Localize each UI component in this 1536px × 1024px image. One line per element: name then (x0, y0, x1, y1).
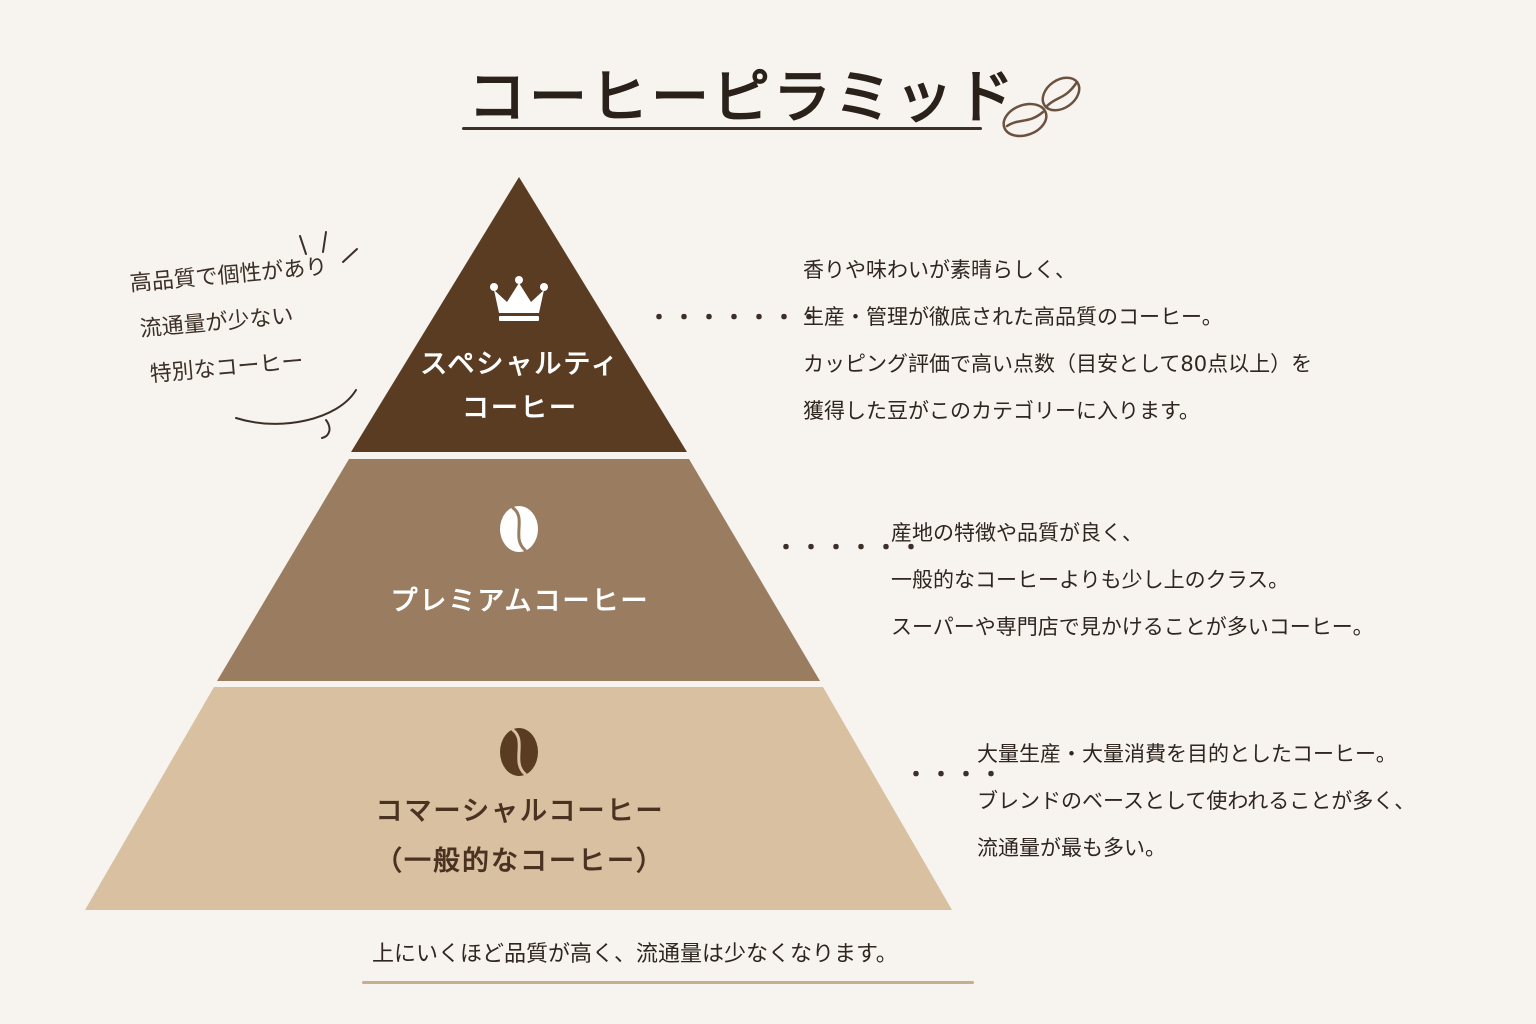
pyramid-tier-middle (217, 459, 820, 681)
description-commercial: 大量生産・大量消費を目的としたコーヒー。 ブレンドのベースとして使われることが多… (977, 731, 1415, 872)
tier-label-line: （一般的なコーヒー） (375, 846, 665, 877)
description-line: 香りや味わいが素晴らしく、 (803, 258, 1076, 282)
tier-label-premium: プレミアムコーヒー (320, 580, 720, 624)
callout-swoosh (235, 389, 357, 439)
footer-underline (362, 981, 974, 984)
leader-dots-bottom: ・・・・ (905, 763, 1006, 788)
description-specialty: 香りや味わいが素晴らしく、 生産・管理が徹底された高品質のコーヒー。 カッピング… (803, 247, 1312, 435)
leader-dots-middle: ・・・・・・ (775, 536, 926, 561)
footer-note: 上にいくほど品質が高く、流通量は少なくなります。 (372, 942, 898, 967)
callout-note: 高品質で個性があり 流通量が少ない 特別なコーヒー (128, 245, 337, 400)
tier-label-line: コーヒー (462, 393, 578, 424)
description-line: カッピング評価で高い点数（目安として80点以上）を (803, 352, 1313, 376)
coffee-bean-icon-middle (500, 506, 538, 552)
pyramid-tier-top (351, 177, 687, 452)
pyramid-tier-bottom (85, 687, 952, 910)
tier-label-line: プレミアムコーヒー (390, 586, 650, 617)
description-premium: 産地の特徴や品質が良く、 一般的なコーヒーよりも少し上のクラス。 スーパーや専門… (891, 510, 1374, 651)
description-line: 流通量が最も多い。 (977, 836, 1166, 860)
tier-label-line: コマーシャルコーヒー (375, 796, 665, 827)
tier-label-specialty: スペシャルティ コーヒー (370, 343, 670, 431)
description-line: 一般的なコーヒーよりも少し上のクラス。 (891, 568, 1290, 592)
page-title: コーヒーピラミッド (468, 63, 1018, 131)
description-line: 大量生産・大量消費を目的としたコーヒー。 (977, 742, 1397, 766)
title-underline (462, 127, 982, 130)
tier-label-commercial: コマーシャルコーヒー （一般的なコーヒー） (270, 787, 770, 887)
description-line: ブレンドのベースとして使われることが多く、 (977, 789, 1416, 813)
description-line: 生産・管理が徹底された高品質のコーヒー。 (803, 305, 1223, 329)
coffee-beans-icon (1002, 76, 1081, 138)
leader-dots-top: ・・・・・・・ (648, 306, 824, 331)
tier-label-line: スペシャルティ (420, 349, 620, 380)
description-line: スーパーや専門店で見かけることが多いコーヒー。 (891, 615, 1374, 639)
coffee-bean-icon-bottom (500, 728, 538, 776)
description-line: 獲得した豆がこのカテゴリーに入ります。 (803, 399, 1200, 423)
callout-burst-lines (299, 231, 358, 263)
crown-icon (490, 276, 548, 321)
description-line: 産地の特徴や品質が良く、 (891, 521, 1143, 545)
